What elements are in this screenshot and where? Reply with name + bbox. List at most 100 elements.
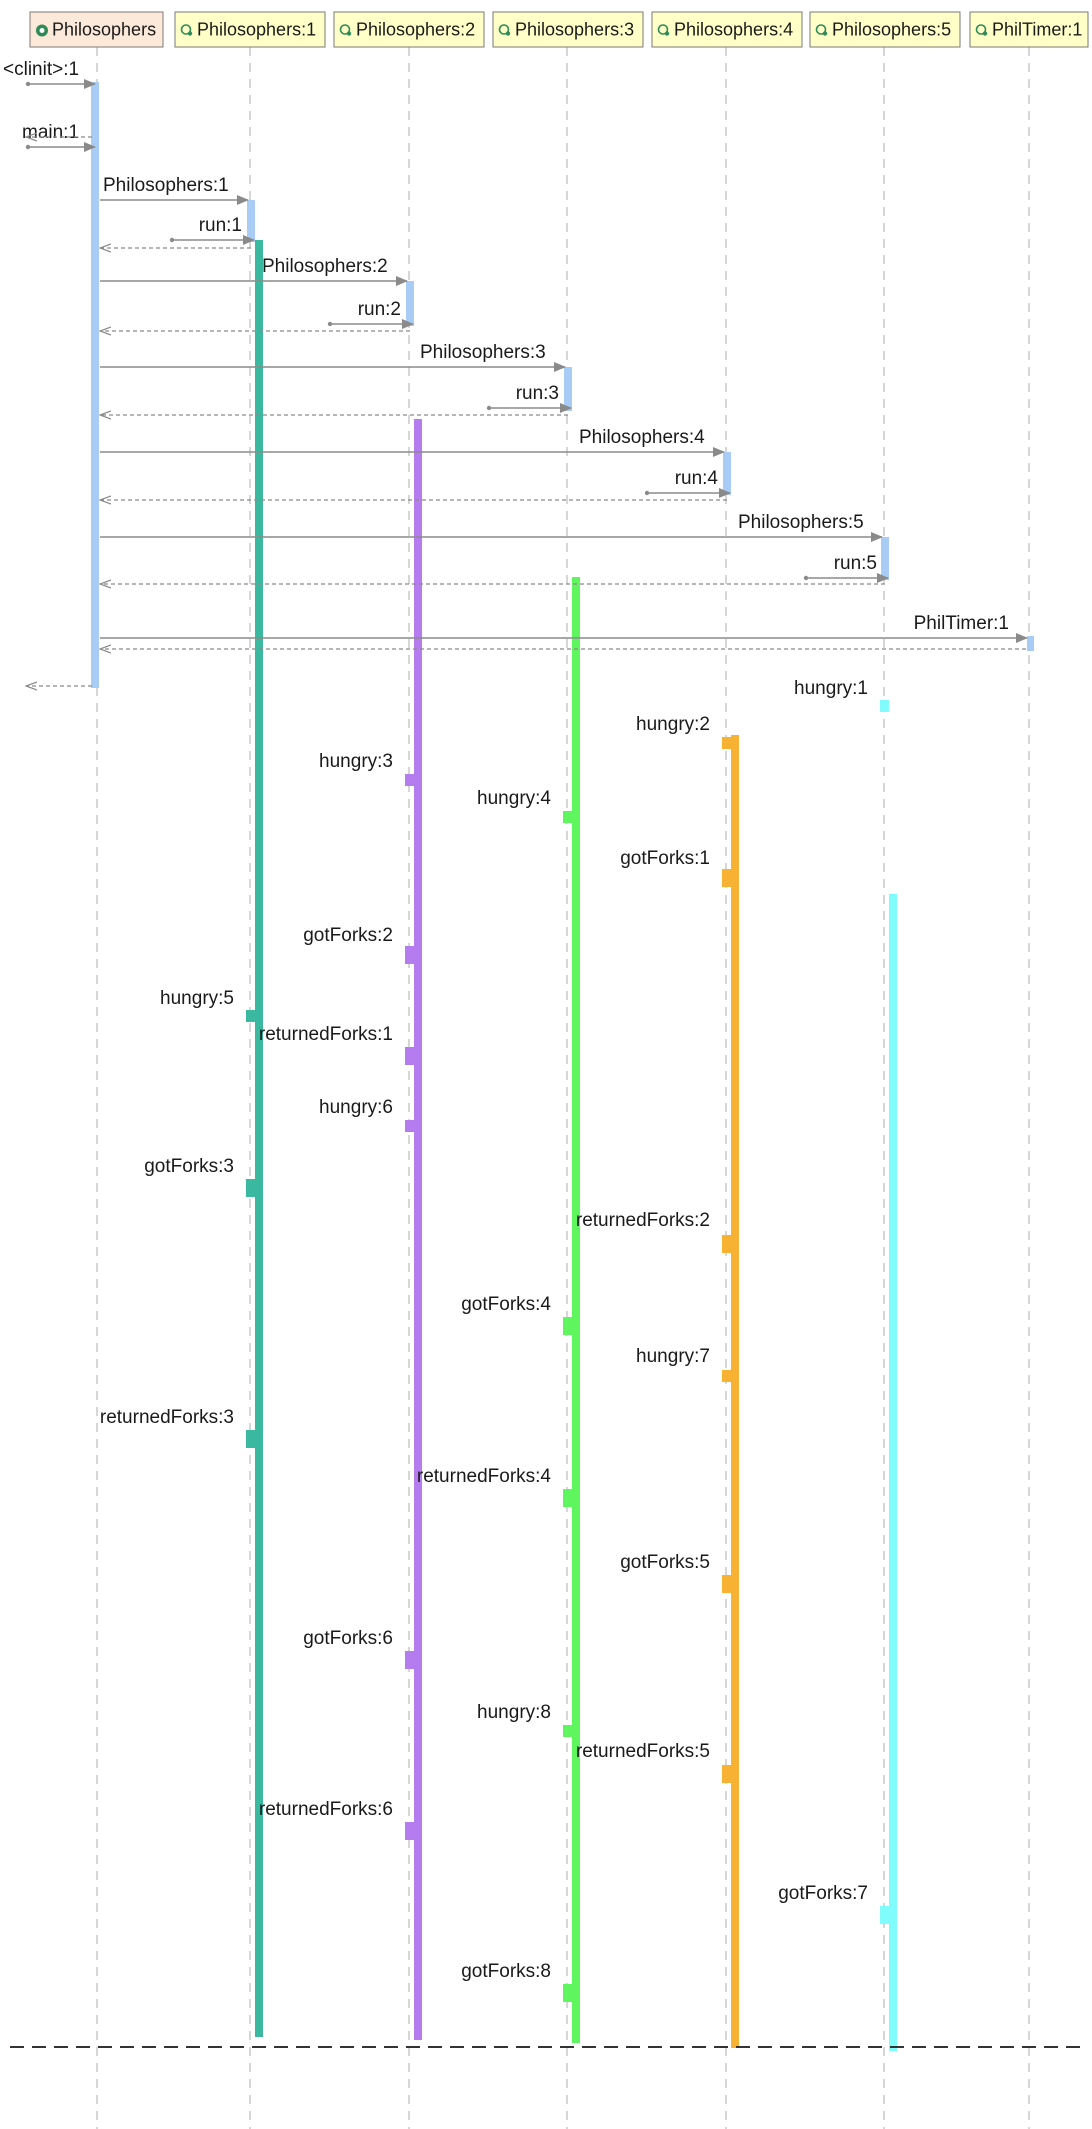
event-12[interactable]: hungry:7 xyxy=(636,1346,731,1382)
message-10[interactable]: Philosophers:5 xyxy=(100,512,883,542)
message-6[interactable]: Philosophers:3 xyxy=(100,342,566,372)
message-label: run:4 xyxy=(675,468,719,489)
object-icon xyxy=(498,24,511,36)
lifeline-label: Philosophers:1 xyxy=(197,20,316,40)
message-label: Philosophers:3 xyxy=(420,342,546,363)
event-label: hungry:6 xyxy=(319,1097,393,1118)
constructor-bar-p4 xyxy=(723,452,731,495)
event-2[interactable]: hungry:3 xyxy=(319,751,414,786)
event-18[interactable]: returnedForks:5 xyxy=(576,1741,731,1783)
constructor-bar-p3 xyxy=(564,367,572,411)
activation-bar-p2 xyxy=(414,419,422,2040)
event-label: returnedForks:5 xyxy=(576,1741,710,1762)
event-label: hungry:1 xyxy=(794,678,868,699)
lifeline-header-timer[interactable]: PhilTimer:1 xyxy=(969,11,1089,48)
event-label: returnedForks:2 xyxy=(576,1210,710,1231)
event-16[interactable]: gotForks:6 xyxy=(303,1628,414,1669)
message-label: run:2 xyxy=(358,299,401,320)
event-label: returnedForks:1 xyxy=(259,1024,393,1045)
event-4[interactable]: gotForks:1 xyxy=(620,848,731,887)
event-label: gotForks:8 xyxy=(461,1961,551,1982)
event-label: hungry:2 xyxy=(636,714,710,735)
event-21[interactable]: gotForks:8 xyxy=(461,1961,572,2002)
event-label: returnedForks:6 xyxy=(259,1799,393,1820)
event-11[interactable]: gotForks:4 xyxy=(461,1294,572,1335)
event-8[interactable]: hungry:6 xyxy=(319,1097,414,1132)
constructor-bar-p1 xyxy=(247,200,255,242)
message-label: main:1 xyxy=(22,122,79,143)
event-15[interactable]: gotForks:5 xyxy=(620,1552,731,1593)
lifeline-header-p5[interactable]: Philosophers:5 xyxy=(809,11,961,48)
message-0[interactable]: <clinit>:1 xyxy=(3,59,96,89)
lifeline-label: Philosophers:3 xyxy=(515,20,634,40)
lifeline-label: Philosophers:2 xyxy=(356,20,475,40)
message-label: Philosophers:4 xyxy=(579,427,705,448)
event-0[interactable]: hungry:1 xyxy=(794,678,889,712)
message-12[interactable]: PhilTimer:1 xyxy=(100,613,1028,643)
message-1[interactable]: main:1 xyxy=(22,122,96,152)
event-label: gotForks:2 xyxy=(303,925,393,946)
event-label: gotForks:4 xyxy=(461,1294,551,1315)
event-5[interactable]: gotForks:2 xyxy=(303,925,414,964)
lifeline-header-p3[interactable]: Philosophers:3 xyxy=(492,11,644,48)
message-label: Philosophers:2 xyxy=(262,256,388,277)
message-4[interactable]: Philosophers:2 xyxy=(100,256,408,286)
message-5[interactable]: run:2 xyxy=(327,299,414,329)
constructor-bar-p2 xyxy=(406,281,414,326)
activation-bar-timer xyxy=(1027,636,1034,651)
object-icon xyxy=(657,24,670,36)
class-icon xyxy=(36,24,48,37)
message-label: run:3 xyxy=(516,383,559,404)
object-icon xyxy=(339,24,352,36)
lifeline-label: Philosophers:4 xyxy=(674,20,793,40)
activation-bar-p3 xyxy=(572,577,580,2043)
message-7[interactable]: run:3 xyxy=(486,383,572,413)
object-icon xyxy=(180,24,193,36)
event-label: hungry:5 xyxy=(160,988,234,1009)
lifeline-header-main[interactable]: Philosophers xyxy=(29,11,164,48)
event-17[interactable]: hungry:8 xyxy=(477,1702,572,1737)
event-13[interactable]: returnedForks:3 xyxy=(100,1407,255,1448)
lifeline-label: Philosophers xyxy=(52,20,156,40)
event-label: returnedForks:3 xyxy=(100,1407,234,1428)
object-icon xyxy=(815,24,828,36)
activation-bar-p1 xyxy=(255,240,263,2037)
message-11[interactable]: run:5 xyxy=(803,553,889,583)
event-10[interactable]: returnedForks:2 xyxy=(576,1210,731,1253)
lifeline-header-p1[interactable]: Philosophers:1 xyxy=(174,11,326,48)
lifeline-label: PhilTimer:1 xyxy=(992,20,1082,40)
message-label: run:5 xyxy=(834,553,877,574)
activation-bar-clinit xyxy=(91,82,99,138)
activation-bar-main xyxy=(91,85,99,688)
event-1[interactable]: hungry:2 xyxy=(636,714,731,749)
event-label: hungry:8 xyxy=(477,1702,551,1723)
event-14[interactable]: returnedForks:4 xyxy=(417,1466,572,1507)
event-7[interactable]: returnedForks:1 xyxy=(259,1024,414,1065)
event-label: gotForks:3 xyxy=(144,1156,234,1177)
event-label: hungry:7 xyxy=(636,1346,710,1367)
lifeline-label: Philosophers:5 xyxy=(832,20,951,40)
message-label: <clinit>:1 xyxy=(3,59,79,80)
event-label: gotForks:6 xyxy=(303,1628,393,1649)
message-2[interactable]: Philosophers:1 xyxy=(100,175,249,205)
event-20[interactable]: gotForks:7 xyxy=(778,1883,889,1924)
constructor-bar-p5 xyxy=(881,537,889,580)
event-label: gotForks:1 xyxy=(620,848,710,869)
event-9[interactable]: gotForks:3 xyxy=(144,1156,255,1197)
object-icon xyxy=(975,24,988,36)
message-label: Philosophers:5 xyxy=(738,512,864,533)
message-8[interactable]: Philosophers:4 xyxy=(100,427,725,457)
event-3[interactable]: hungry:4 xyxy=(477,788,572,823)
message-3[interactable]: run:1 xyxy=(169,215,255,245)
event-label: gotForks:7 xyxy=(778,1883,868,1904)
event-label: gotForks:5 xyxy=(620,1552,710,1573)
message-9[interactable]: run:4 xyxy=(644,468,731,498)
lifeline-header-p4[interactable]: Philosophers:4 xyxy=(651,11,803,48)
event-label: hungry:3 xyxy=(319,751,393,772)
lifeline-header-p2[interactable]: Philosophers:2 xyxy=(333,11,485,48)
event-19[interactable]: returnedForks:6 xyxy=(259,1799,414,1840)
event-6[interactable]: hungry:5 xyxy=(160,988,255,1022)
activation-bar-p4 xyxy=(731,735,739,2048)
